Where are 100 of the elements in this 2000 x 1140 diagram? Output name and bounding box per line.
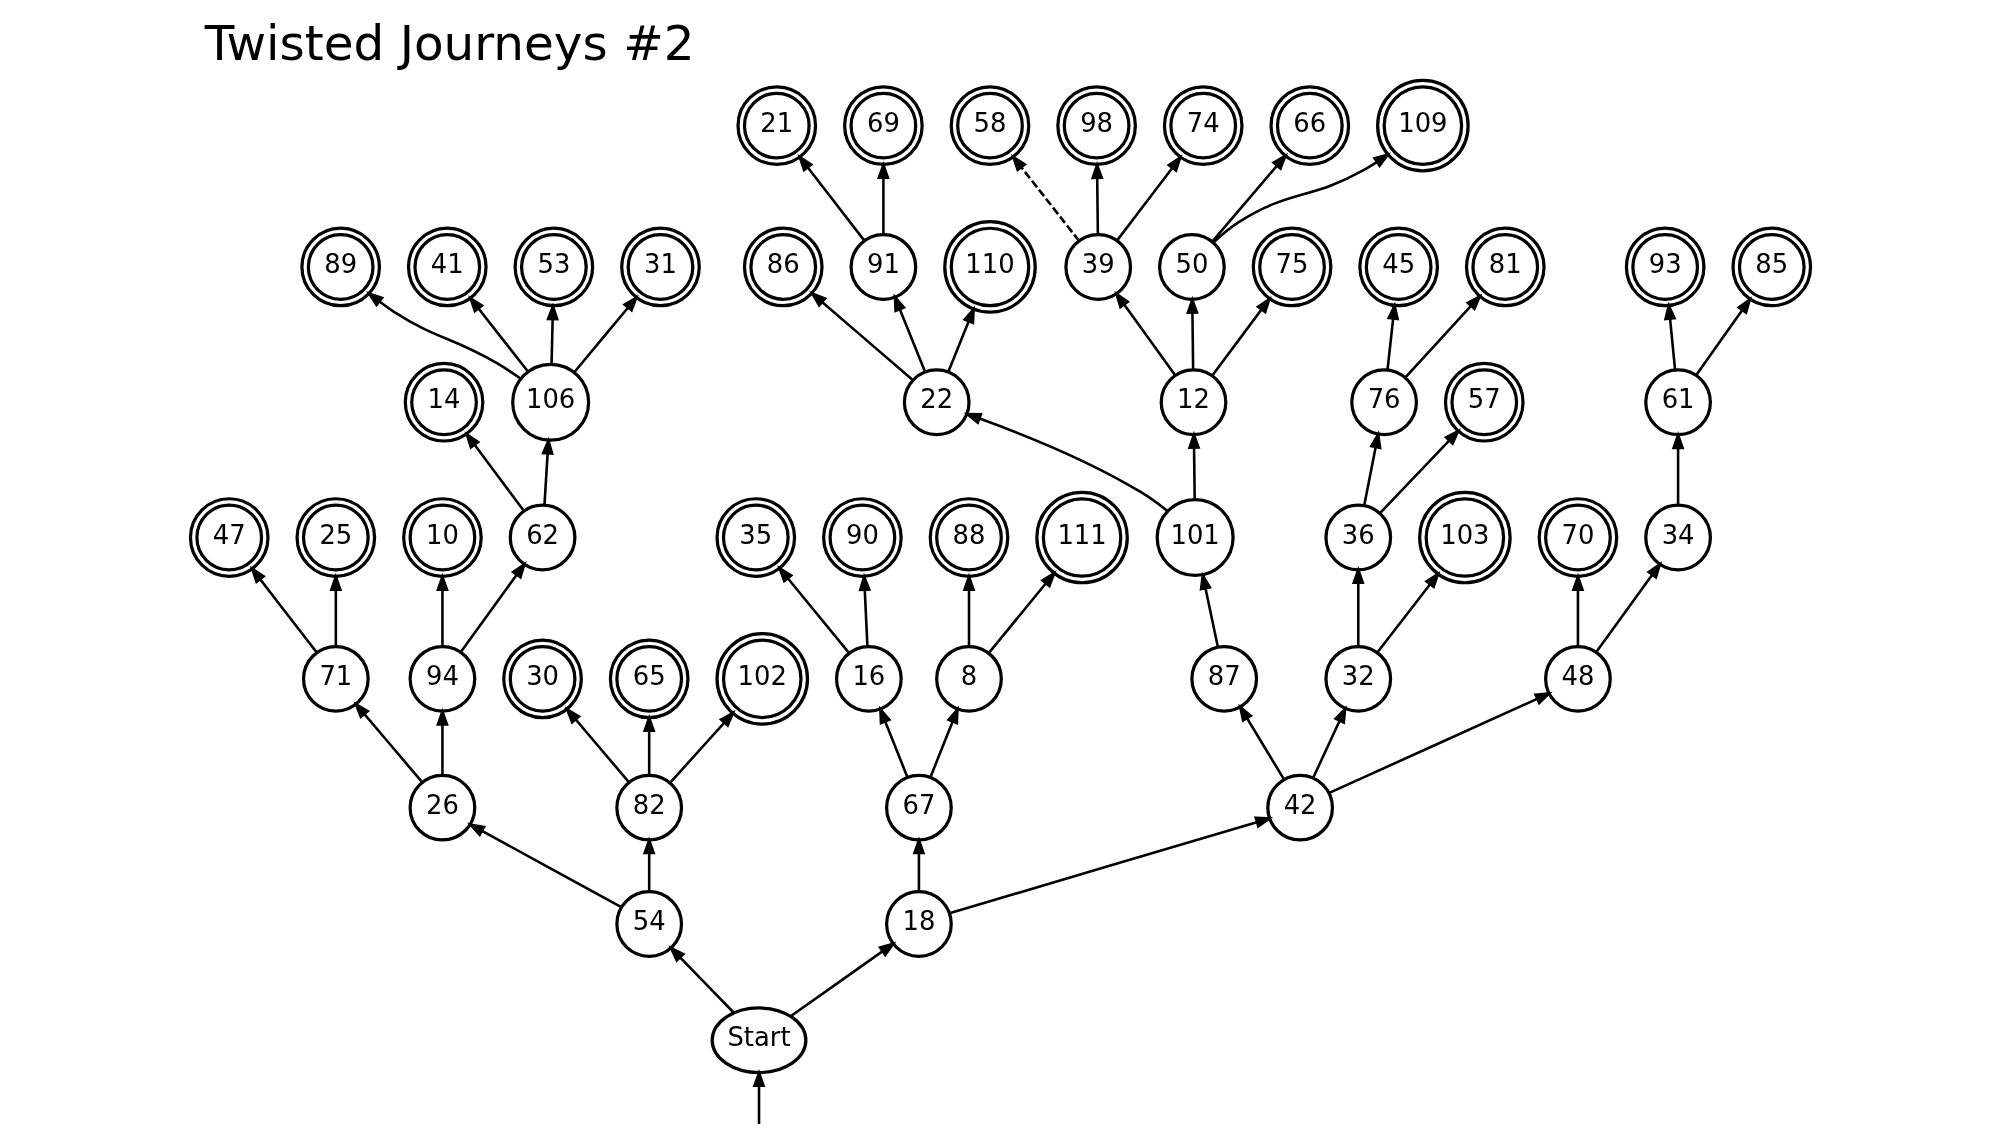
node-circle: 89 <box>299 226 381 308</box>
arrow <box>365 291 521 380</box>
node-circle: 66 <box>1268 85 1350 166</box>
arrow <box>1212 152 1391 244</box>
arrow <box>912 836 925 892</box>
arrow <box>1571 572 1584 646</box>
node-circle: 47 <box>188 497 270 578</box>
arrow <box>789 941 896 1018</box>
arrow <box>1311 705 1347 779</box>
arrow <box>545 302 559 364</box>
node-circle: 12 <box>1159 368 1227 437</box>
node-circle: 75 <box>1251 226 1332 308</box>
node-circle: 14 <box>403 361 484 443</box>
arrow <box>642 836 656 892</box>
node-circle: 39 <box>1063 233 1132 301</box>
arrow <box>1351 565 1365 646</box>
node-ellipse: Start <box>710 1006 807 1075</box>
node-circle: 16 <box>834 644 903 713</box>
arrow <box>642 713 656 775</box>
node-circle: 101 <box>1155 497 1235 578</box>
arrow <box>776 565 850 654</box>
node-circle: 8 <box>934 644 1003 713</box>
arrow <box>858 572 871 646</box>
node-circle: 53 <box>513 226 594 308</box>
node-circle: 109 <box>1375 78 1470 173</box>
arrow <box>463 431 525 512</box>
node-circle: 36 <box>1323 503 1392 572</box>
arrow <box>796 153 865 242</box>
node-circle: 18 <box>884 890 953 958</box>
node-circle: 10 <box>401 497 483 578</box>
arrow <box>669 710 736 784</box>
arrow <box>987 570 1057 654</box>
arrow <box>249 565 318 654</box>
node-circle: 81 <box>1464 226 1546 308</box>
node-circle: 106 <box>510 362 590 442</box>
node-circle: 110 <box>942 220 1037 314</box>
arrow <box>1185 295 1199 370</box>
node-circle: 91 <box>848 233 917 301</box>
arrow <box>1663 301 1676 371</box>
arrow <box>1237 703 1285 781</box>
node-circle: 70 <box>1537 497 1618 578</box>
arrow <box>352 701 423 783</box>
arrow <box>1211 295 1272 376</box>
arrow <box>1378 428 1461 514</box>
arrow <box>1694 296 1752 376</box>
arrow <box>1328 691 1553 795</box>
arrow <box>878 705 908 778</box>
node-circle: 30 <box>501 638 583 720</box>
arrow <box>667 945 735 1014</box>
node-circle: 61 <box>1643 368 1712 437</box>
arrow <box>329 572 342 646</box>
arrow <box>948 816 1273 915</box>
node-circle: 48 <box>1543 644 1612 713</box>
node-circle: 69 <box>842 85 924 166</box>
node-circle: 76 <box>1349 368 1418 437</box>
arrow <box>1199 571 1219 647</box>
arrow <box>1385 301 1399 371</box>
node-circle: 85 <box>1730 226 1812 308</box>
node-circle: 25 <box>294 497 376 578</box>
node-circle: 54 <box>614 890 683 958</box>
arrow <box>876 160 890 234</box>
arrow <box>1090 160 1104 235</box>
arrow <box>1113 290 1176 376</box>
node-circle: 41 <box>406 226 488 308</box>
arrow <box>459 561 527 653</box>
arrow <box>540 436 554 505</box>
node-circle: 71 <box>301 644 370 713</box>
node-circle: 74 <box>1162 85 1244 166</box>
node-circle: 88 <box>928 497 1009 578</box>
arrow <box>466 822 622 909</box>
node-circle: 57 <box>1443 361 1525 443</box>
arrow <box>435 572 449 646</box>
node-circle: 103 <box>1417 490 1512 585</box>
arrow <box>808 291 914 381</box>
arrow <box>752 1068 765 1124</box>
node-circle: 87 <box>1189 644 1258 713</box>
node-circle: 42 <box>1265 773 1334 842</box>
node-circle: 50 <box>1157 233 1226 301</box>
node-circle: 82 <box>614 773 683 842</box>
node-circle: 45 <box>1357 226 1439 308</box>
arrow <box>1010 153 1080 242</box>
arrow <box>1403 293 1482 379</box>
arrow <box>928 705 959 778</box>
arrow <box>1187 430 1200 500</box>
arrow <box>467 295 529 373</box>
node-circle: 94 <box>408 644 476 713</box>
arrow <box>1594 561 1662 653</box>
node-circle: 86 <box>742 226 824 308</box>
arrow <box>1375 570 1440 654</box>
node-circle: 22 <box>902 368 971 437</box>
arrow <box>962 412 1168 512</box>
arrow <box>1115 154 1183 242</box>
diagram-title: Twisted Journeys #2 <box>204 14 695 71</box>
node-circle: 90 <box>821 497 903 578</box>
node-circle: 58 <box>949 85 1030 166</box>
node-circle: 21 <box>735 85 817 166</box>
node-circle: 93 <box>1624 226 1706 308</box>
node-circle: 98 <box>1055 85 1137 166</box>
node-circle: 67 <box>884 773 953 842</box>
arrow <box>1362 430 1382 506</box>
